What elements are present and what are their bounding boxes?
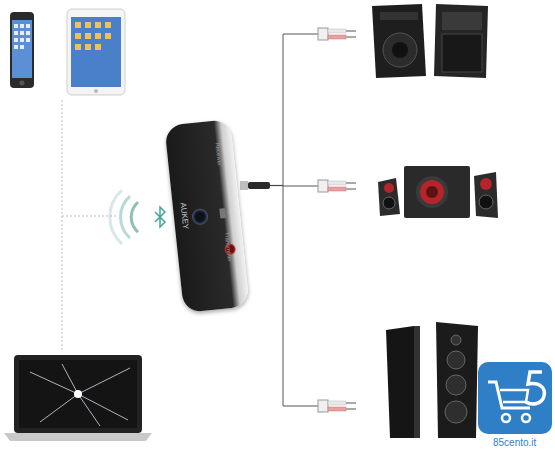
tower-speakers <box>386 322 478 438</box>
device-text: AUKEY <box>178 202 189 230</box>
phone-icon <box>10 12 34 88</box>
power-button <box>191 208 209 226</box>
device-body: ReceiverAUKEYTransmitter <box>164 119 249 313</box>
device-text: Receiver <box>214 142 222 166</box>
tablet-icon <box>67 9 125 95</box>
bluetooth-symbol <box>155 207 165 227</box>
logo-badge <box>478 362 552 434</box>
laptop-icon <box>4 355 152 441</box>
signal-waves <box>110 190 138 244</box>
audio-cable <box>240 181 283 190</box>
pa-speakers <box>372 4 488 78</box>
watermark: 85cento.it <box>493 437 536 448</box>
wire-tree <box>283 34 318 406</box>
pc-speakers <box>378 166 498 218</box>
rca-plugs <box>318 28 356 412</box>
usb-port <box>219 208 226 219</box>
